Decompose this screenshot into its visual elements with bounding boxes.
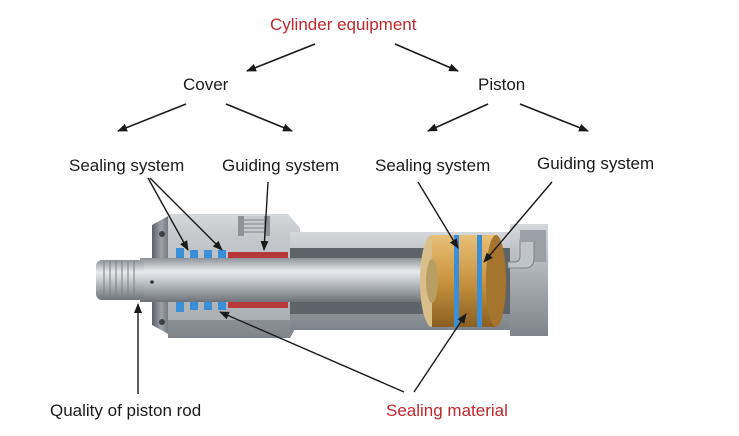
arrow-cover-to-guiding <box>225 103 293 132</box>
leaf-cover-sealing-system: Sealing system <box>69 156 185 175</box>
tree-arrows <box>117 43 589 132</box>
arrow-cover-to-sealing <box>117 103 187 132</box>
leaf-piston-sealing-system: Sealing system <box>375 156 491 175</box>
label-sealing-material: Sealing material <box>386 401 508 420</box>
cover-guide-top <box>228 252 288 258</box>
rear-port-fitting <box>507 234 536 269</box>
arrow-title-to-piston <box>394 43 459 72</box>
piston-seal-ring-2 <box>477 235 482 327</box>
label-quality-of-piston-rod: Quality of piston rod <box>50 401 202 420</box>
arrow-piston-to-sealing <box>427 103 489 132</box>
rod-shaft <box>140 258 440 302</box>
arrow-title-to-cover <box>246 43 316 72</box>
arrow-piston-to-guiding <box>519 103 589 132</box>
cover-guide-bottom <box>228 302 288 308</box>
leader-lines <box>134 177 553 394</box>
leaf-cover-guiding-system: Guiding system <box>222 156 340 175</box>
piston-rod <box>96 258 440 302</box>
piston-seal-ring-1 <box>454 235 459 327</box>
title-cylinder-equipment: Cylinder equipment <box>270 15 417 34</box>
branch-cover: Cover <box>183 75 229 94</box>
piston-bronze <box>432 235 496 327</box>
leaf-piston-guiding-system: Guiding system <box>537 154 655 173</box>
cover-seals <box>176 248 288 312</box>
rod-thread-end <box>96 260 144 300</box>
piston <box>420 235 506 327</box>
branch-piston: Piston <box>478 75 526 94</box>
